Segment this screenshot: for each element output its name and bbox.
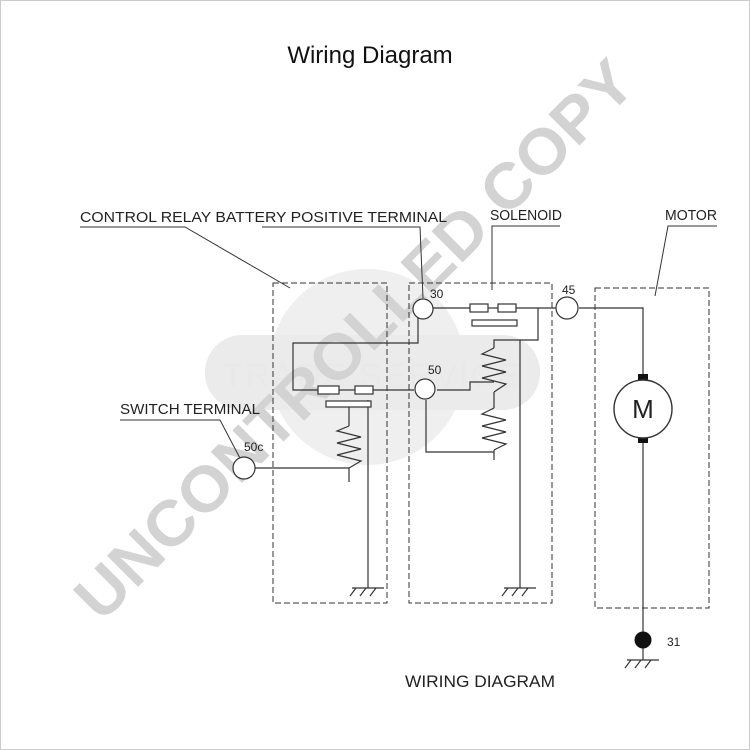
control-relay-box [272, 282, 388, 604]
relay-contact-left [317, 385, 340, 395]
wires [255, 307, 644, 660]
solenoid-leader [491, 225, 560, 290]
page-title: Wiring Diagram [287, 42, 452, 69]
terminal-50c-label: 50c [244, 440, 263, 454]
solenoid-box [408, 282, 553, 604]
motor-brush-bottom [638, 437, 648, 443]
switch-terminal-label: SWITCH TERMINAL [120, 401, 260, 418]
wire-30-to-relay-contact [292, 316, 419, 391]
wire-45-to-motor [579, 307, 644, 377]
terminal-50c-icon [232, 456, 256, 480]
wire-50-to-coil [425, 400, 494, 453]
wire-45-to-coil [493, 308, 539, 348]
bottom-caption: WIRING DIAGRAM [405, 672, 555, 691]
relay-armature [325, 400, 372, 408]
motor-ground-icon [624, 659, 659, 669]
solenoid-ground-icon [501, 587, 536, 597]
solenoid-plunger [471, 319, 518, 327]
solenoid-label: SOLENOID [490, 207, 562, 224]
terminal-50-icon [414, 378, 436, 400]
motor-letter: M [632, 394, 654, 424]
terminal-30-label: 30 [430, 287, 444, 301]
terminal-30-icon [412, 298, 434, 320]
wire-50-junction [437, 381, 494, 391]
terminal-31-icon [634, 631, 652, 649]
switch-terminal-leader [120, 419, 243, 463]
relay-ground-icon [349, 587, 384, 597]
solenoid-hold-coil-icon [480, 347, 508, 393]
terminal-45-label: 45 [562, 283, 576, 297]
battery-terminal-leader [262, 226, 424, 299]
watermark-main-text: UNCONTROLLED COPY [60, 45, 648, 633]
solenoid-contact-left [469, 303, 489, 313]
motor-label: MOTOR [665, 207, 717, 224]
motor-icon [613, 379, 673, 439]
terminal-31-label: 31 [667, 635, 681, 649]
watermark-badge-bar [205, 335, 540, 410]
watermark: TRADE SERVICE UNCONTROLLED COPY [60, 45, 648, 633]
motor-symbol: M [613, 374, 673, 443]
control-relay-leader [80, 226, 291, 289]
motor-box [594, 287, 710, 609]
terminal-50-label: 50 [428, 363, 442, 377]
terminal-45-icon [555, 296, 579, 320]
motor-brush-top [638, 374, 648, 380]
relay-coil-icon [335, 425, 363, 469]
motor-leader [654, 225, 717, 297]
solenoid-pull-coil-icon [480, 407, 508, 451]
solenoid-contact-right [497, 303, 517, 313]
relay-contact-right [354, 385, 374, 395]
control-relay-label: CONTROL RELAY BATTERY POSITIVE TERMINAL [80, 209, 447, 226]
